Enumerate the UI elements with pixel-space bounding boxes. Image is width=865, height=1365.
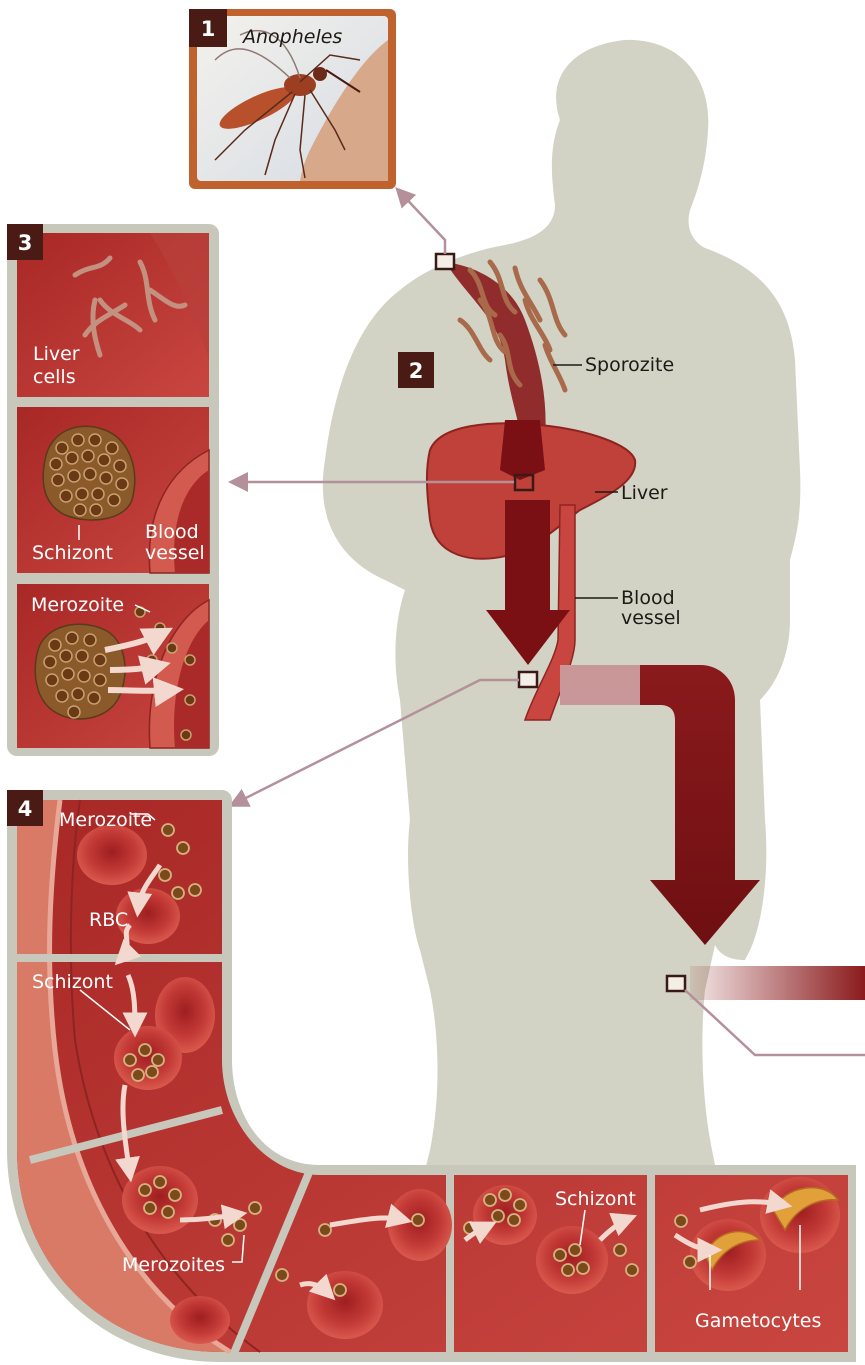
label-merozoite-liver: Merozoite xyxy=(31,594,124,616)
svg-text:3: 3 xyxy=(18,231,33,255)
panel-liver-stage: 3 Liver cells Schizont Blood vessel Mero… xyxy=(7,224,219,756)
label-anopheles: Anopheles xyxy=(241,26,342,48)
label-blood-vessel-2: vessel xyxy=(621,607,681,629)
label-blood-vessel-1: Blood xyxy=(621,587,675,609)
liver-schizont xyxy=(43,426,135,520)
svg-text:2: 2 xyxy=(409,359,424,383)
label-merozoites: Merozoites xyxy=(122,1254,225,1276)
svg-text:4: 4 xyxy=(18,797,33,821)
svg-text:1: 1 xyxy=(201,17,216,41)
label-sporozite: Sporozite xyxy=(585,354,674,376)
pointer-to-mosquito xyxy=(398,190,445,254)
label-gametocytes: Gametocytes xyxy=(695,1310,821,1332)
label-liver: Liver xyxy=(621,482,668,504)
label-liver-cells-1: Liver xyxy=(33,343,80,365)
label-schizont-blood: Schizont xyxy=(32,971,113,993)
label-blood-vessel-panel-1: Blood xyxy=(145,521,199,543)
label-blood-vessel-panel-2: vessel xyxy=(145,542,205,564)
marker-leg xyxy=(667,976,685,991)
marker-blood xyxy=(519,672,537,687)
label-schizont-liver: Schizont xyxy=(32,542,113,564)
label-liver-cells-2: cells xyxy=(33,366,76,388)
label-schizont-late: Schizont xyxy=(555,1188,636,1210)
marker-shoulder xyxy=(436,254,454,269)
flow-band-right xyxy=(690,966,865,1000)
label-rbc: RBC xyxy=(89,909,128,931)
label-merozoite-blood: Merozoite xyxy=(59,809,152,831)
panel-mosquito: 1 Anopheles xyxy=(189,9,396,189)
